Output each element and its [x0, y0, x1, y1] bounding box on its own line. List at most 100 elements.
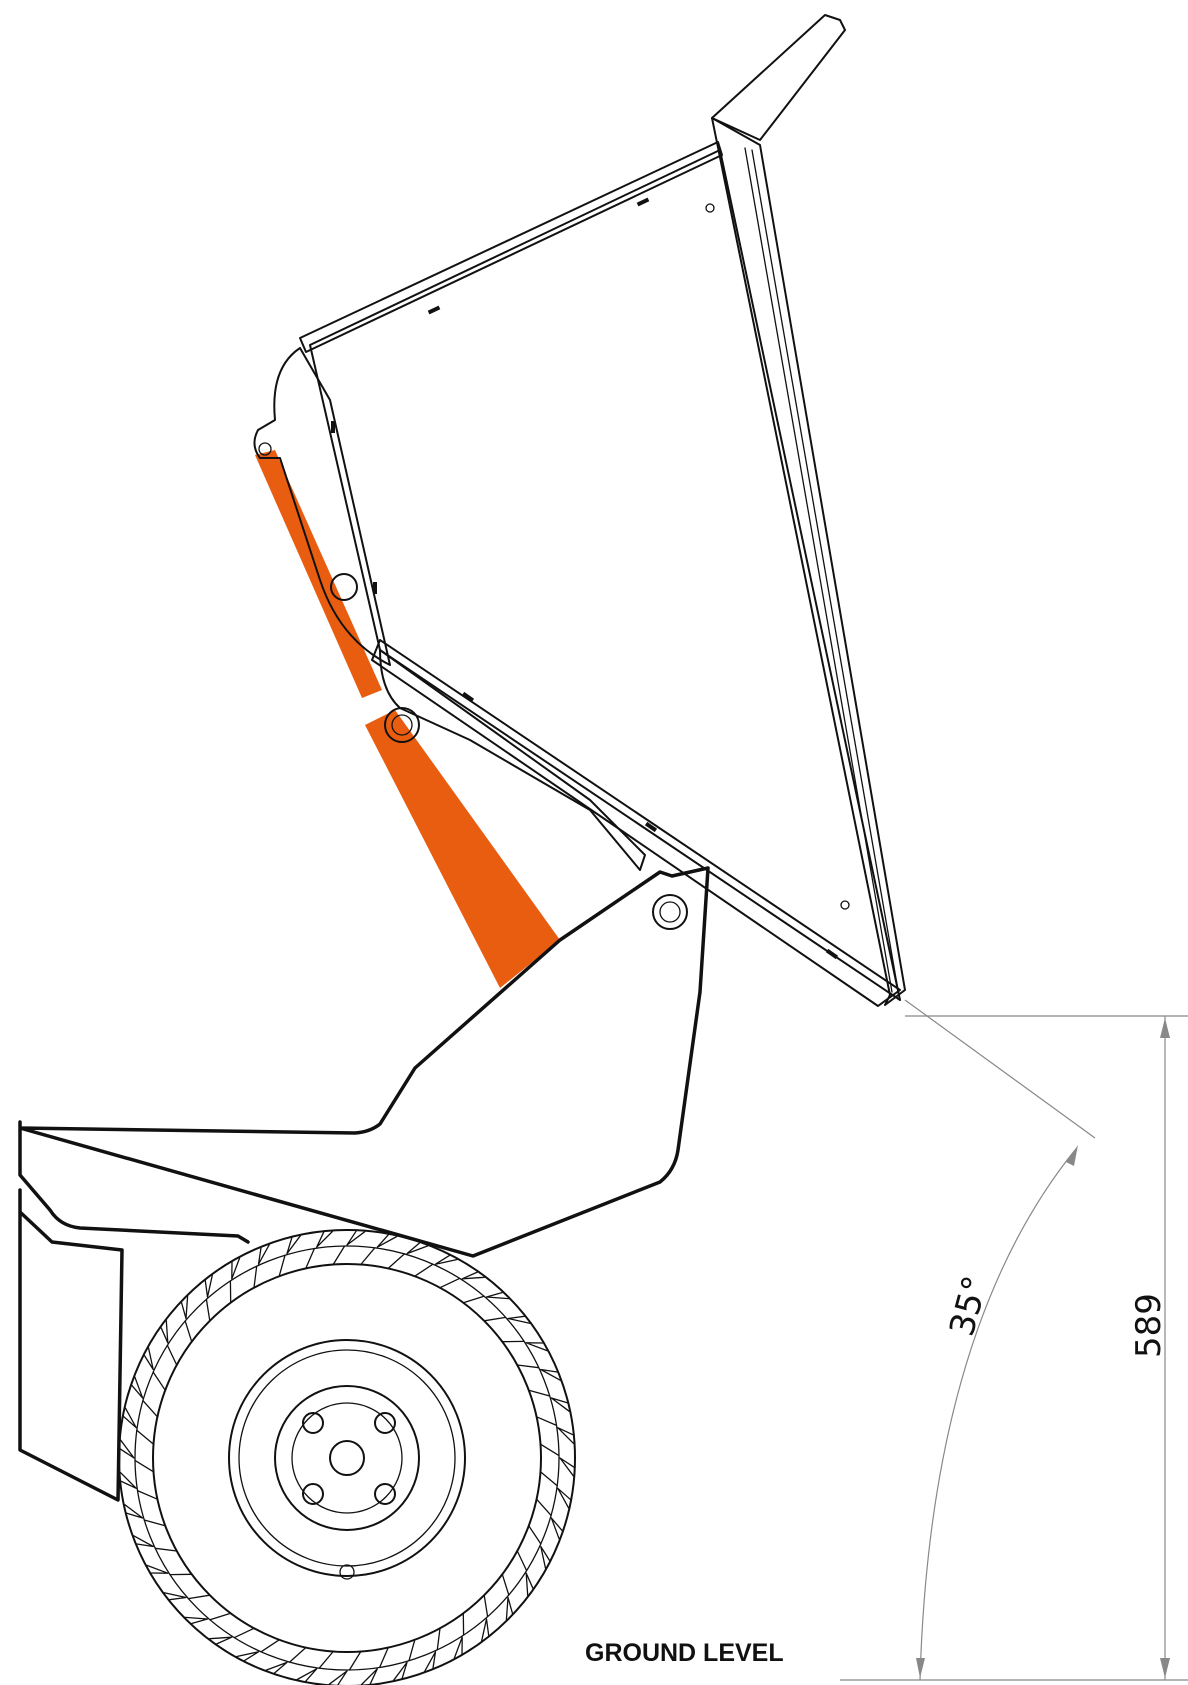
tread-block: [180, 1295, 189, 1320]
tread-block: [184, 1616, 209, 1625]
tread-block: [453, 1636, 463, 1659]
tread-block: [286, 1235, 301, 1255]
tread-block: [393, 1661, 408, 1681]
tread-block: [505, 1596, 514, 1621]
tread-block: [525, 1342, 548, 1352]
tread-block: [209, 1636, 233, 1645]
wheel-assembly: [118, 1229, 576, 1685]
tread-lug: [260, 1639, 280, 1653]
tread-lug: [318, 1650, 334, 1669]
wheel-nut: [302, 1412, 324, 1434]
tread-block: [557, 1487, 571, 1509]
tread-lug: [152, 1371, 166, 1391]
tread-lug: [535, 1498, 552, 1517]
angle-arc: [919, 1149, 1076, 1681]
tyre-tread-inner: [134, 1245, 560, 1671]
skip-front-edge-inner: [751, 149, 899, 991]
tread-lug: [360, 1247, 376, 1266]
tread-lug: [387, 1253, 406, 1270]
chassis-body: [18, 866, 710, 1502]
tread-block: [163, 1592, 187, 1601]
tread-lug: [187, 1594, 211, 1600]
tread-block: [204, 1274, 213, 1298]
tread-lug: [501, 1573, 510, 1596]
tread-lug: [209, 1612, 232, 1621]
slot: [461, 691, 475, 703]
tread-lug: [205, 1298, 211, 1322]
tread-lug: [539, 1443, 560, 1457]
chassis-outline: [18, 866, 710, 1258]
tread-lug: [348, 1650, 362, 1671]
angle-arrow-bottom: [916, 1658, 925, 1678]
tread-lug: [439, 1277, 461, 1289]
tread-lug: [253, 1265, 258, 1289]
tread-lug: [408, 1639, 416, 1662]
hub: [274, 1385, 420, 1531]
tyre-tread-blocks: [119, 1230, 575, 1685]
tread-lug: [528, 1525, 542, 1545]
slot: [373, 582, 377, 594]
tread-lug: [288, 1646, 307, 1663]
tread-block: [257, 1244, 270, 1265]
tread-lug: [436, 1627, 441, 1651]
tread-block: [550, 1517, 563, 1540]
ground-level-label: GROUND LEVEL: [585, 1639, 784, 1667]
tread-lug: [136, 1489, 159, 1500]
tread-block: [296, 1668, 318, 1682]
tread-block: [265, 1661, 288, 1674]
panel-slots: [331, 197, 839, 960]
tread-block: [540, 1545, 551, 1569]
tread-lug: [134, 1459, 155, 1473]
slot: [644, 821, 658, 833]
skip-front-edge: [711, 117, 906, 1006]
tread-lug: [378, 1646, 389, 1669]
ram-bottom-pin-inner: [391, 714, 413, 736]
tread-block: [316, 1230, 334, 1248]
skip-lower-rail: [371, 639, 901, 1007]
tread-lug: [142, 1399, 159, 1418]
tread-block: [424, 1651, 437, 1672]
skip-lip-handle: [711, 14, 846, 141]
tread-block: [360, 1668, 378, 1685]
angle-extension-line: [904, 999, 1096, 1139]
skip-pivot-pin: [652, 894, 688, 930]
tread-lug: [483, 1594, 489, 1618]
tread-block: [434, 1254, 458, 1265]
hydraulic-ram: [255, 450, 560, 988]
tread-block: [231, 1257, 241, 1280]
panel-rivet: [840, 900, 850, 910]
height-arrow-top: [1160, 1018, 1170, 1038]
ram-bottom-pin: [384, 707, 420, 743]
tread-lug: [535, 1416, 558, 1427]
dimension-lines: [840, 999, 1188, 1681]
bracket-hole: [258, 442, 272, 456]
wheel-nut: [374, 1412, 396, 1434]
slot: [825, 948, 839, 960]
tread-block: [346, 1230, 366, 1246]
tread-lug: [166, 1344, 178, 1366]
rim-outer: [228, 1339, 466, 1577]
panel-rivet: [705, 203, 715, 213]
tread-block: [461, 1271, 485, 1280]
skip-front-edge-inner: [744, 147, 893, 993]
tread-lug: [233, 1627, 255, 1639]
tread-block: [507, 1315, 531, 1324]
tread-block: [559, 1457, 575, 1477]
ram-cylinder: [365, 710, 560, 988]
tread-block: [540, 1368, 561, 1381]
tread-block: [119, 1471, 137, 1489]
tread-block: [406, 1242, 429, 1255]
tread-block: [328, 1670, 348, 1685]
tread-block: [236, 1651, 260, 1662]
hub-inner: [291, 1402, 403, 1514]
skip-side-panel: [309, 149, 901, 1001]
skip-rear-tipping-bracket: [253, 347, 391, 666]
tread-block: [146, 1564, 169, 1574]
tyre-sidewall: [152, 1263, 542, 1653]
tread-block: [123, 1407, 137, 1429]
tread-block: [525, 1572, 534, 1596]
tread-lug: [136, 1429, 155, 1445]
tread-lug: [528, 1389, 551, 1397]
slot: [427, 305, 441, 315]
skip-top-rim: [299, 141, 723, 353]
